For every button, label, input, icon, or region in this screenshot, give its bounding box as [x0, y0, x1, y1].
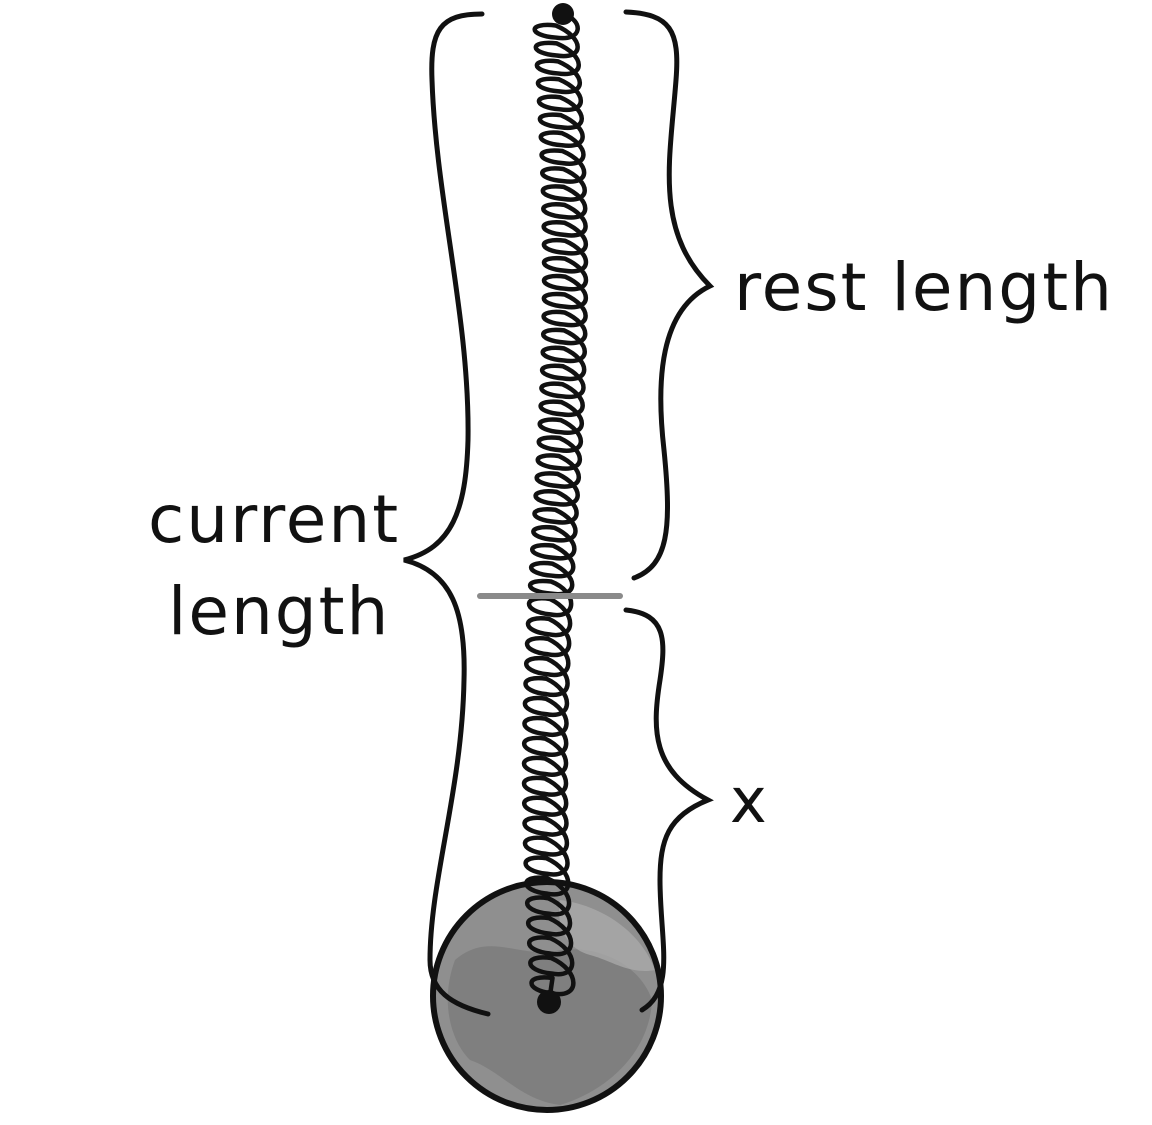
rest-length-brace: [623, 9, 715, 581]
bob-shade: [447, 946, 652, 1105]
extension-brace: [623, 607, 714, 1013]
current-length-label-line1: current: [148, 481, 400, 558]
anchor-point: [552, 3, 574, 25]
spring-coils: [522, 11, 589, 1003]
current-length-label-line2: length: [168, 573, 390, 650]
bob-highlight: [559, 900, 655, 972]
rest-length-label: rest length: [734, 249, 1114, 326]
bob-attachment-point: [537, 990, 561, 1014]
current-length-brace: [403, 11, 491, 1017]
extension-label: x: [730, 764, 769, 837]
bob-outline: [430, 879, 664, 1113]
spring: [522, 11, 589, 1003]
